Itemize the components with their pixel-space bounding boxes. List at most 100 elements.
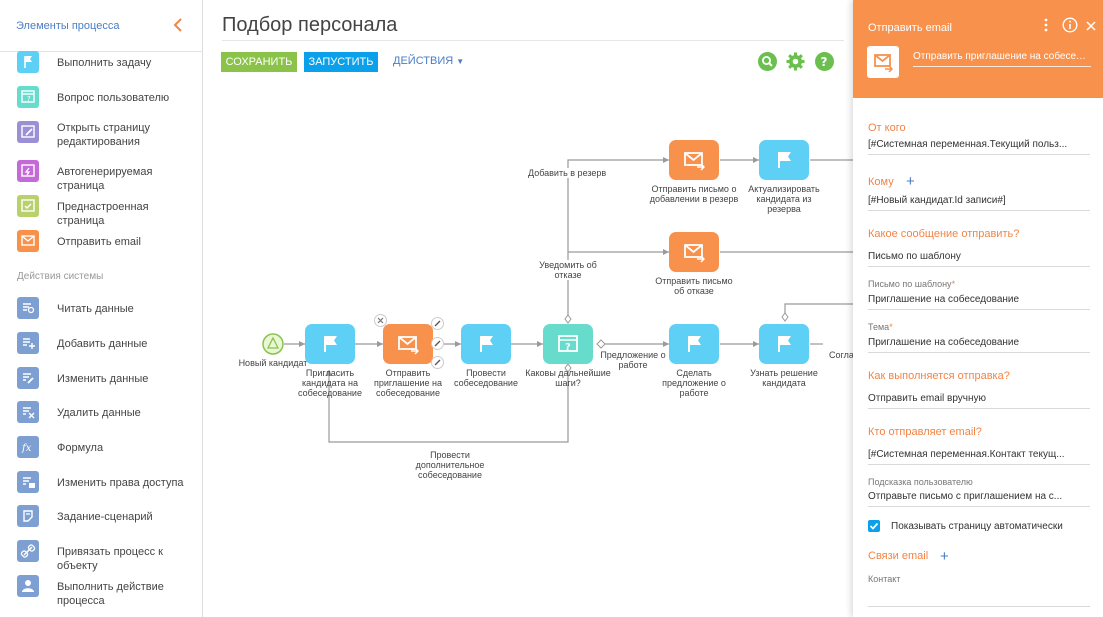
sidebar-item-delete-data[interactable]: Удалить данные bbox=[0, 396, 202, 430]
sender-section-label: Кто отправляет email? bbox=[868, 426, 982, 438]
sidebar-item-read-data[interactable]: Читать данные bbox=[0, 292, 202, 326]
process-elements-sidebar: Элементы процесса Выполнить задачу ? Воп… bbox=[0, 0, 203, 617]
link-process-icon bbox=[17, 540, 39, 562]
node-label-start: Новый кандидат bbox=[238, 358, 308, 368]
edge-label-notify-reject: Уведомить об отказе bbox=[535, 260, 601, 280]
element-properties-panel: Отправить email Отправить приглашение на… bbox=[853, 0, 1103, 617]
sidebar-item-preset-page[interactable]: Преднастроенная страница bbox=[0, 190, 202, 227]
sidebar-item-add-data[interactable]: Добавить данные bbox=[0, 327, 202, 361]
node-make-offer[interactable] bbox=[669, 324, 719, 364]
node-invite-candidate[interactable] bbox=[305, 324, 355, 364]
template-field[interactable]: Приглашение на собеседование bbox=[868, 294, 1090, 310]
edge-label-offer: Предложение о работе bbox=[598, 350, 668, 370]
sidebar-item-user-question[interactable]: ? Вопрос пользователю bbox=[0, 81, 202, 115]
subject-caption-text: Тема bbox=[868, 322, 890, 332]
sidebar-item-link-process[interactable]: Привязать процесс к объекту bbox=[0, 535, 202, 572]
diagram-connectors bbox=[262, 157, 853, 443]
node-label-learn-decision: Узнать решение кандидата bbox=[750, 368, 818, 388]
required-marker: * bbox=[889, 322, 893, 332]
sidebar-item-label: Изменить данные bbox=[57, 373, 149, 385]
more-options-icon[interactable] bbox=[1043, 17, 1049, 38]
node-send-reject-email[interactable] bbox=[669, 232, 719, 272]
process-diagram-canvas[interactable]: Добавить в резерв Уведомить об отказе Пр… bbox=[203, 80, 853, 617]
connect-arrow-icon[interactable] bbox=[431, 317, 444, 330]
actions-menu-button[interactable]: ДЕЙСТВИЯ ▼ bbox=[393, 55, 464, 67]
sidebar-item-label: Удалить данные bbox=[57, 407, 141, 419]
help-icon[interactable]: ? bbox=[815, 52, 834, 71]
node-conduct-interview[interactable] bbox=[461, 324, 511, 364]
sidebar-item-label: Выполнить задачу bbox=[57, 57, 152, 69]
message-type-select[interactable]: Письмо по шаблону bbox=[868, 251, 1090, 267]
gear-icon[interactable] bbox=[786, 52, 805, 71]
formula-icon: fx bbox=[17, 436, 39, 458]
node-label-next-steps: Каковы дальнейшие шаги? bbox=[525, 368, 611, 388]
sidebar-item-label: Вопрос пользователю bbox=[57, 92, 170, 104]
flag-icon bbox=[778, 336, 791, 352]
info-icon[interactable] bbox=[1062, 17, 1078, 38]
element-name-field[interactable]: Отправить приглашение на собеседование bbox=[913, 51, 1091, 62]
title-divider bbox=[222, 40, 844, 41]
node-label-send-reject: Отправить письмо об отказе bbox=[655, 276, 733, 296]
mail-icon bbox=[684, 244, 705, 263]
sidebar-item-label: Отправить email bbox=[57, 236, 141, 248]
flag-icon bbox=[778, 152, 791, 168]
edit-data-icon bbox=[17, 367, 39, 389]
sidebar-item-user-action[interactable]: Выполнить действие процесса bbox=[0, 570, 202, 607]
show-page-checkbox[interactable] bbox=[868, 520, 880, 532]
user-action-icon bbox=[17, 575, 39, 597]
search-icon[interactable] bbox=[758, 52, 777, 71]
sidebar-item-label: Привязать процесс к объекту bbox=[57, 546, 163, 572]
required-marker: * bbox=[951, 279, 956, 289]
edge-label-extra-interview: Провести дополнительное собеседование bbox=[408, 450, 492, 480]
sidebar-item-label: Читать данные bbox=[57, 303, 134, 315]
sidebar-item-formula[interactable]: fx Формула bbox=[0, 431, 202, 465]
add-email-link-icon[interactable]: + bbox=[940, 548, 949, 565]
sender-field[interactable]: [#Системная переменная.Контакт текущ... bbox=[868, 449, 1090, 465]
flag-icon bbox=[480, 336, 493, 352]
mail-icon bbox=[684, 152, 705, 171]
mail-icon bbox=[398, 336, 419, 355]
sidebar-item-modify-data[interactable]: Изменить данные bbox=[0, 362, 202, 396]
contact-field[interactable] bbox=[868, 590, 1090, 607]
auto-page-icon bbox=[17, 160, 39, 182]
delete-element-icon[interactable] bbox=[374, 314, 387, 327]
collapse-sidebar-icon[interactable] bbox=[171, 16, 185, 34]
send-mode-select[interactable]: Отправить email вручную bbox=[868, 393, 1090, 409]
sidebar-item-perform-task[interactable]: Выполнить задачу bbox=[0, 46, 202, 80]
from-field[interactable]: [#Системная переменная.Текущий польз... bbox=[868, 139, 1090, 155]
node-next-steps-question[interactable]: ? bbox=[543, 324, 593, 364]
close-icon[interactable] bbox=[1085, 19, 1097, 37]
to-field[interactable]: [#Новый кандидат.Id записи#] bbox=[868, 195, 1090, 211]
save-button[interactable]: СОХРАНИТЬ bbox=[221, 52, 297, 72]
connect-default-icon[interactable] bbox=[431, 356, 444, 369]
connect-conditional-icon[interactable] bbox=[431, 337, 444, 350]
svg-text:?: ? bbox=[565, 342, 571, 353]
sidebar-item-access-rights[interactable]: Изменить права доступа bbox=[0, 466, 202, 500]
caret-down-icon: ▼ bbox=[456, 57, 465, 66]
sidebar-item-open-edit-page[interactable]: Открыть страницу редактирования bbox=[0, 116, 202, 150]
sidebar-item-label: Добавить данные bbox=[57, 338, 148, 350]
add-data-icon bbox=[17, 332, 39, 354]
add-recipient-icon[interactable]: + bbox=[906, 173, 915, 190]
show-page-label: Показывать страницу автоматически bbox=[891, 521, 1063, 532]
edit-page-icon bbox=[17, 121, 39, 143]
run-button[interactable]: ЗАПУСТИТЬ bbox=[304, 52, 378, 72]
node-label-interview: Провести собеседование bbox=[454, 368, 518, 388]
sidebar-item-script-task[interactable]: Задание-сценарий bbox=[0, 500, 202, 534]
hint-caption: Подсказка пользователю bbox=[868, 477, 973, 487]
hint-field[interactable]: Отправьте письмо с приглашением на с... bbox=[868, 491, 1090, 507]
node-update-reserve[interactable] bbox=[759, 140, 809, 180]
subject-field[interactable]: Приглашение на собеседование bbox=[868, 337, 1090, 353]
start-event-circle[interactable] bbox=[262, 333, 284, 355]
question-page-icon: ? bbox=[558, 335, 578, 353]
node-send-invitation[interactable] bbox=[383, 324, 433, 364]
node-learn-decision[interactable] bbox=[759, 324, 809, 364]
contact-caption: Контакт bbox=[868, 574, 901, 584]
node-send-reserve-email[interactable] bbox=[669, 140, 719, 180]
mail-icon bbox=[17, 230, 39, 252]
sidebar-item-autogenerated-page[interactable]: Автогенерируемая страница bbox=[0, 155, 202, 192]
svg-text:?: ? bbox=[27, 95, 31, 103]
sidebar-header: Элементы процесса bbox=[0, 0, 202, 52]
email-links-section-label: Связи email bbox=[868, 550, 929, 562]
sidebar-item-send-email[interactable]: Отправить email bbox=[0, 225, 202, 259]
